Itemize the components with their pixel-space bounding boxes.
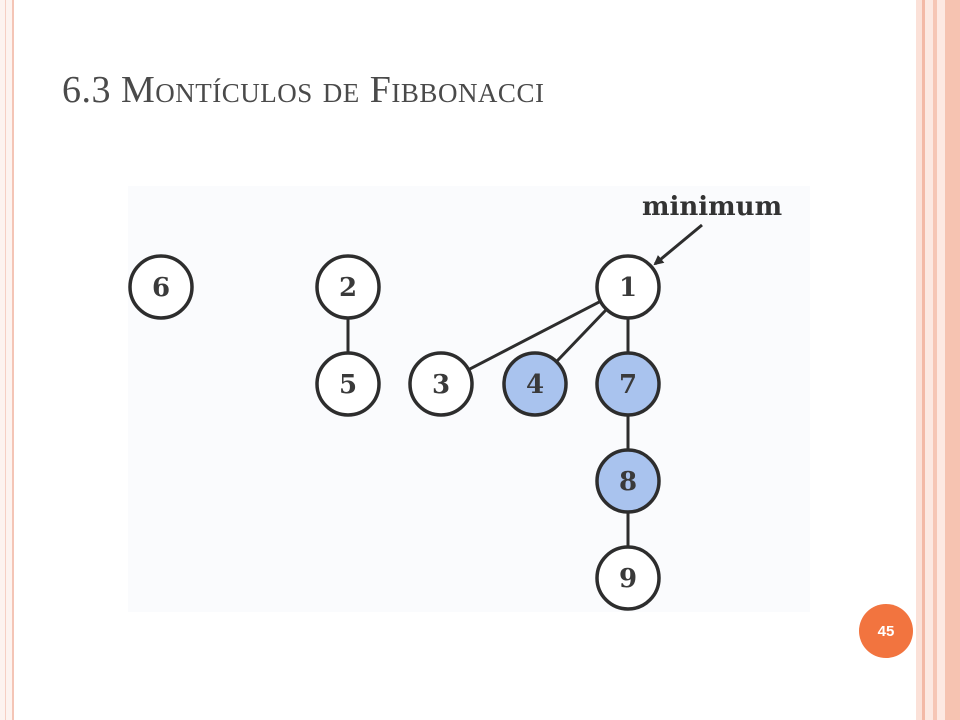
node-circle-2 (315, 254, 381, 320)
minimum-pointer-arrow (653, 223, 703, 266)
title-word-2: de (322, 69, 360, 111)
node-circle-3 (408, 351, 474, 417)
node-label-3: 3 (432, 370, 450, 400)
heap-node-7: 7 (595, 351, 661, 417)
node-label-8: 8 (619, 467, 637, 497)
title-word-3: Fibbonacci (369, 69, 545, 111)
node-circle-1 (595, 254, 661, 320)
node-circle-7 (595, 351, 661, 417)
node-label-2: 2 (339, 273, 357, 303)
node-circle-6 (128, 254, 194, 320)
page-number-badge: 45 (859, 604, 913, 658)
edge-n1-n4 (555, 308, 608, 363)
slide-left-border (0, 0, 14, 720)
node-label-6: 6 (152, 273, 170, 303)
title-word-1: Montículos (121, 69, 313, 111)
node-circle-8 (595, 448, 661, 514)
node-label-9: 9 (619, 564, 637, 594)
slide-title: 6.3 Montículos de Fibbonacci (62, 68, 544, 112)
node-label-1: 1 (619, 273, 637, 303)
heap-node-2: 2 (315, 254, 381, 320)
minimum-annotation: minimum (642, 192, 782, 222)
edge-n1-n3 (467, 299, 602, 372)
node-label-5: 5 (339, 370, 357, 400)
heap-node-5: 5 (315, 351, 381, 417)
heap-node-8: 8 (595, 448, 661, 514)
node-label-7: 7 (619, 370, 637, 400)
node-circle-9 (595, 545, 661, 611)
heap-node-4: 4 (502, 351, 568, 417)
heap-node-9: 9 (595, 545, 661, 611)
slide-right-border (916, 0, 960, 720)
heap-node-3: 3 (408, 351, 474, 417)
node-label-4: 4 (526, 370, 544, 400)
node-circle-5 (315, 351, 381, 417)
title-number: 6.3 (62, 69, 111, 111)
edges-layer (346, 299, 630, 547)
heap-node-1: 1 (595, 254, 661, 320)
node-circle-4 (502, 351, 568, 417)
heap-node-6: 6 (128, 254, 194, 320)
nodes-layer: 6 2 5 1 3 4 7 8 9 (128, 254, 661, 611)
